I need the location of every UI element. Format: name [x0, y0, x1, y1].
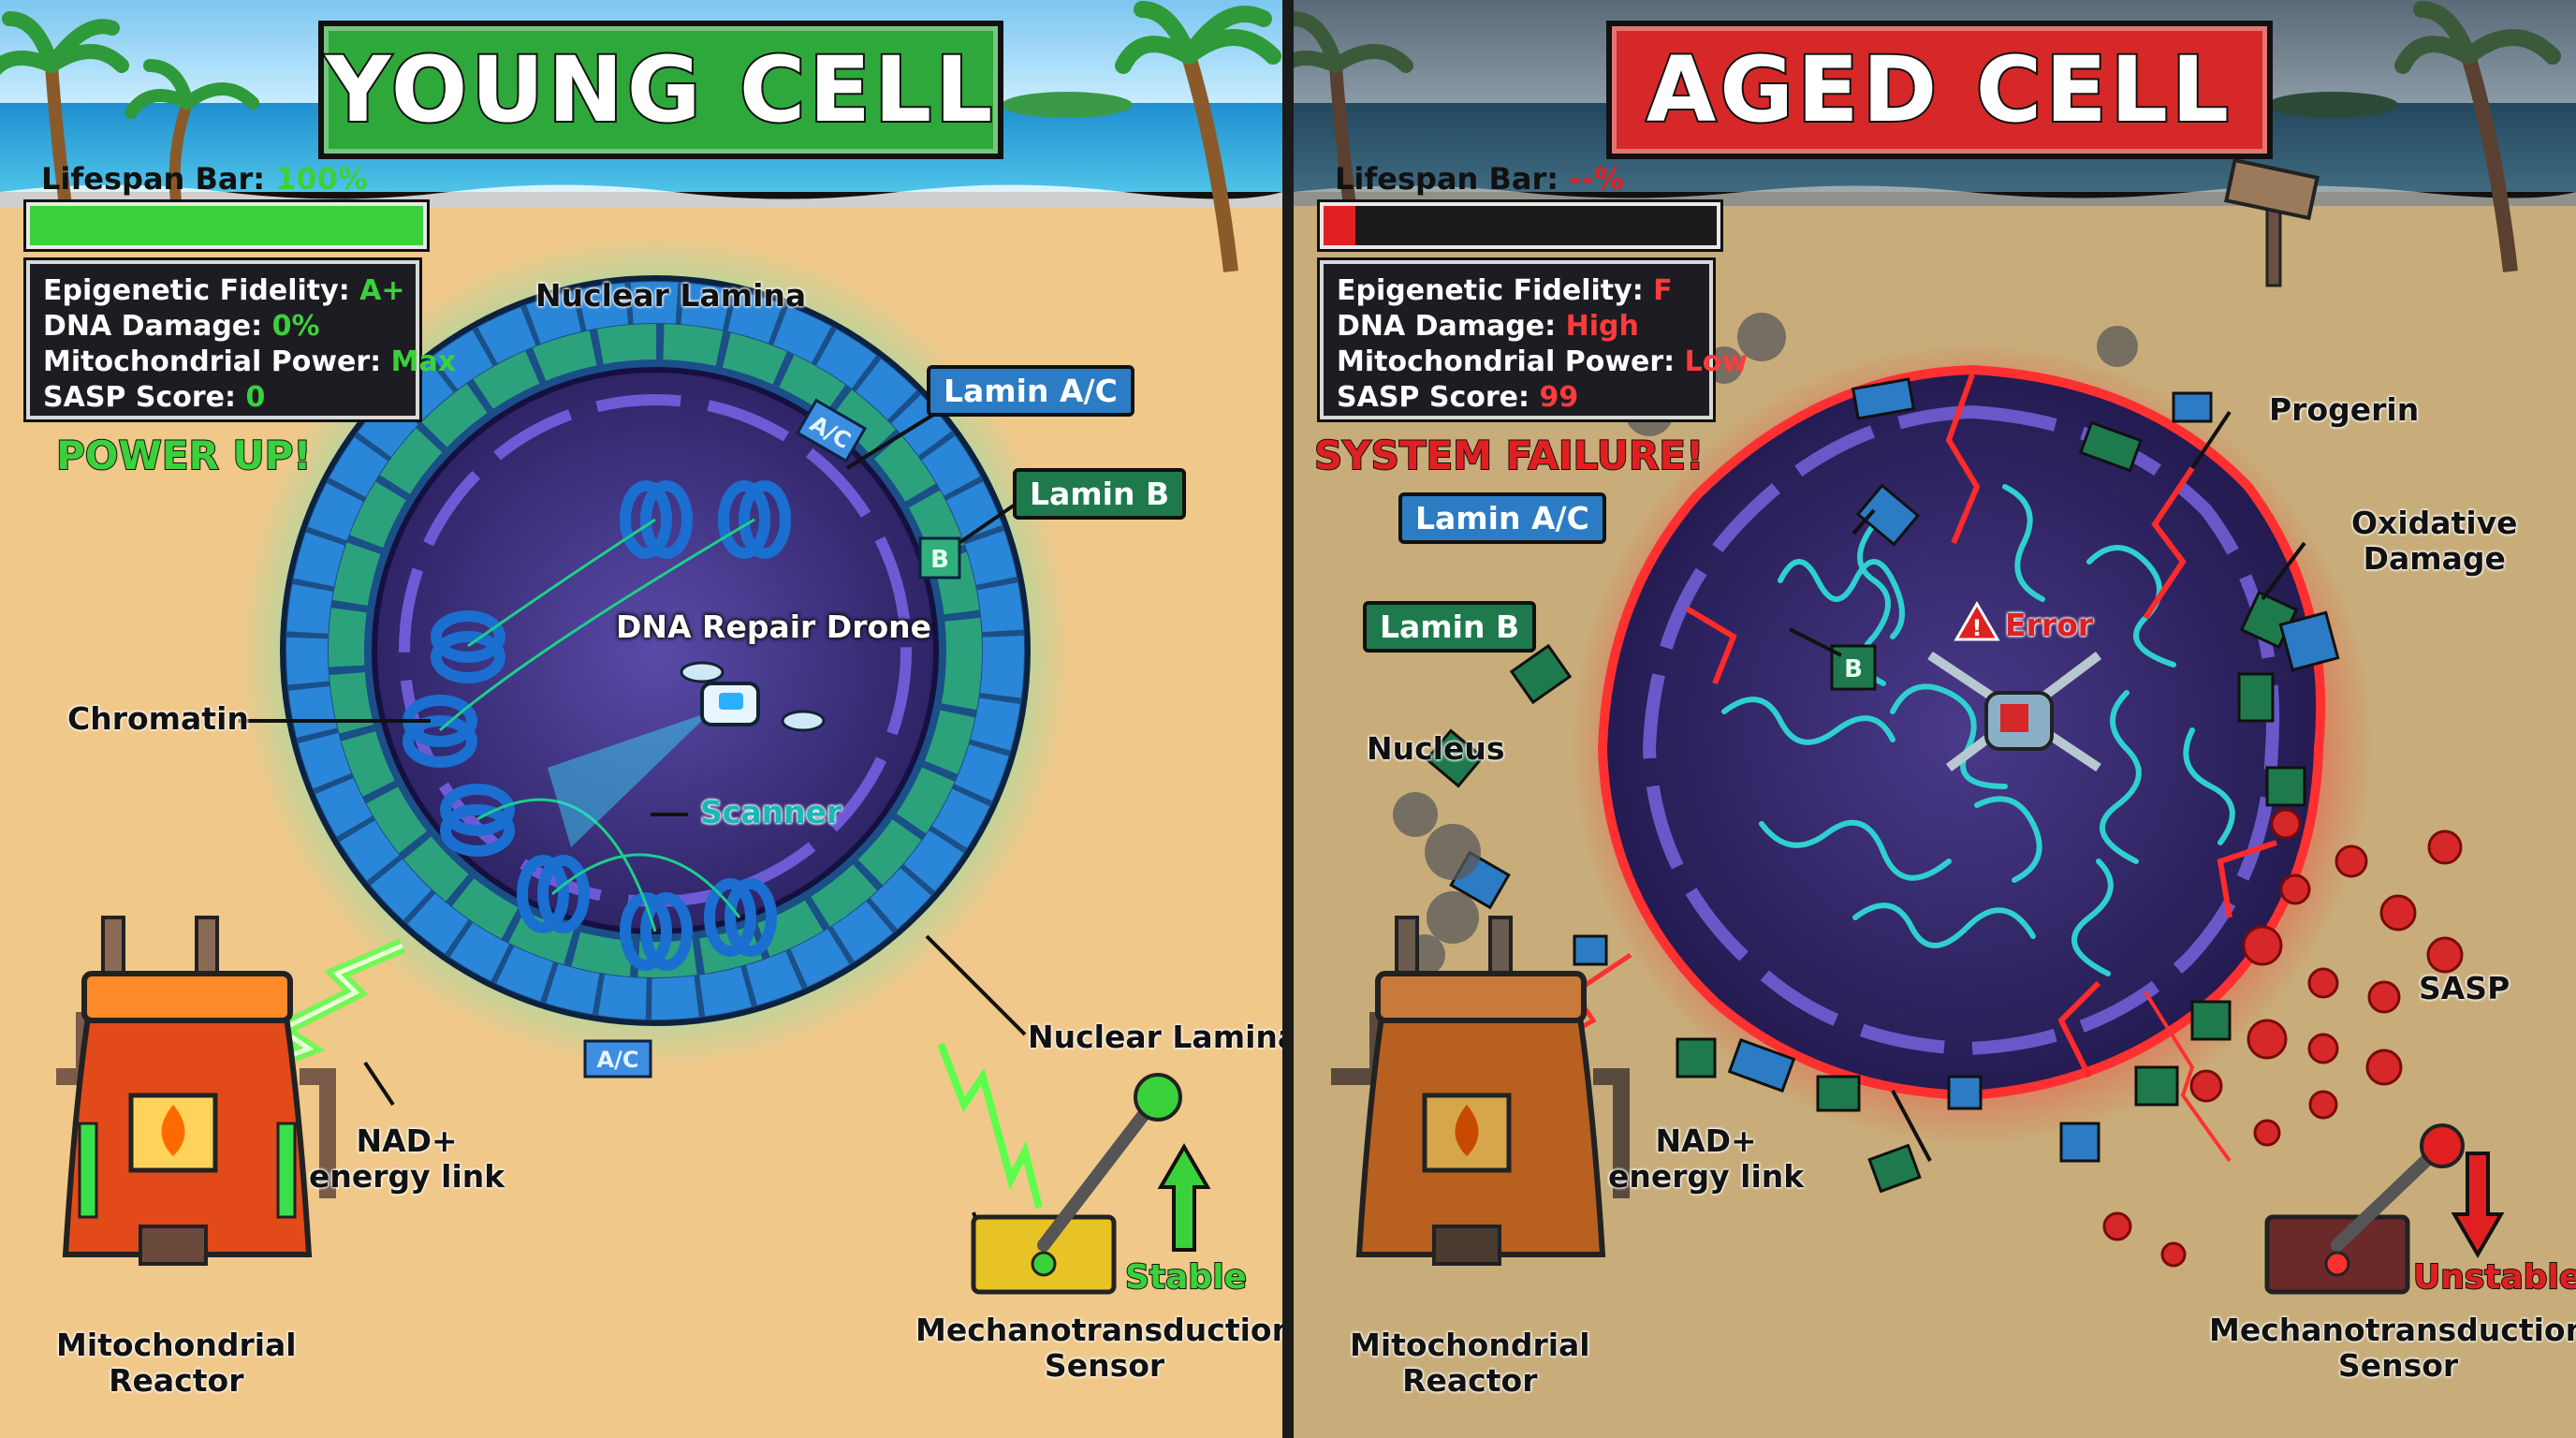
label-mitochondrial-reactor: Mitochondrial Reactor: [56, 1327, 297, 1399]
stat-epigenetic: Epigenetic Fidelity: A+: [43, 274, 405, 307]
palm-tree-icon: [1115, 1, 1281, 272]
skull-icon: [2102, 808, 2464, 1268]
lifespan-bar: [1320, 202, 1720, 249]
aged-nucleus: [1570, 342, 2375, 1147]
stat-mito-power: Mitochondrial Power: Low: [1337, 345, 1749, 378]
status-banner: SYSTEM FAILURE!: [1313, 432, 1705, 479]
lamin-b-plate: B: [1844, 655, 1863, 683]
label-nuclear-lamina-bottom: Nuclear Lamina: [1028, 1019, 1282, 1055]
panel-title: AGED CELL: [1606, 21, 2273, 159]
label-nad-energy-link: NAD+ energy link: [1608, 1123, 1805, 1195]
aged-cell-scene: B: [1294, 0, 2576, 1438]
label-error: Error: [2005, 607, 2094, 643]
stat-epigenetic: Epigenetic Fidelity: F: [1337, 274, 1673, 307]
lifespan-bar-fill: [1324, 206, 1355, 245]
stat-mito-power: Mitochondrial Power: Max: [43, 345, 457, 378]
broken-drone-icon: [1927, 651, 2101, 772]
arrow-up-icon: [1157, 1143, 1211, 1252]
reactor-icon: [56, 916, 336, 1266]
label-lamin-b: Lamin B: [1013, 468, 1187, 520]
lifespan-label: Lifespan Bar: 100%: [41, 161, 369, 197]
panel-title: YOUNG CELL: [318, 21, 1003, 159]
label-mitochondrial-reactor: Mitochondrial Reactor: [1350, 1327, 1590, 1399]
lamin-ac-plate-bottom: A/C: [597, 1047, 639, 1073]
label-lamin-ac: Lamin A/C: [1398, 492, 1606, 544]
label-oxidative-damage: Oxidative Damage: [2351, 505, 2518, 577]
arrow-down-icon: [2451, 1152, 2505, 1258]
lifespan-value: 100%: [275, 161, 369, 197]
label-nad-energy-link: NAD+ energy link: [309, 1123, 505, 1195]
stat-sasp: SASP Score: 99: [1337, 381, 1579, 414]
lifespan-bar-fill: [30, 206, 423, 245]
aged-cell-panel: B: [1294, 0, 2576, 1438]
warning-icon: !: [1954, 601, 2000, 641]
label-mechanotransduction-sensor: Mechanotransduction Sensor: [2209, 1312, 2576, 1384]
lamin-b-plate: B: [930, 546, 949, 574]
label-dna-repair-drone: DNA Repair Drone: [616, 609, 932, 645]
sensor-state-stable: Stable: [1124, 1257, 1248, 1298]
label-mechanotransduction-sensor: Mechanotransduction Sensor: [915, 1312, 1282, 1384]
lifespan-value: --%: [1569, 161, 1624, 197]
reactor-icon: [1331, 916, 1630, 1266]
stats-panel: Epigenetic Fidelity: A+ DNA Damage: 0% M…: [26, 260, 457, 419]
young-cell-scene: A/C B A/C: [0, 0, 1282, 1438]
svg-text:!: !: [1972, 615, 1983, 641]
panel-divider: [1282, 0, 1294, 1438]
label-lamin-ac: Lamin A/C: [927, 365, 1134, 417]
label-scanner: Scanner: [700, 794, 842, 830]
repair-drone-icon: [680, 661, 826, 732]
young-cell-panel: A/C B A/C: [0, 0, 1282, 1438]
palm-tree-icon: [0, 11, 129, 207]
label-sasp: SASP: [2419, 970, 2510, 1006]
stat-dna-damage: DNA Damage: High: [1337, 310, 1639, 343]
label-chromatin: Chromatin: [67, 700, 249, 737]
young-nucleus: [239, 234, 1072, 1067]
stats-panel: Epigenetic Fidelity: F DNA Damage: High …: [1320, 260, 1749, 419]
broken-sign-icon: [2224, 157, 2320, 287]
status-banner: POWER UP!: [55, 432, 313, 479]
palm-tree-icon: [2394, 1, 2561, 272]
sensor-state-unstable: Unstable: [2412, 1257, 2576, 1298]
lifespan-bar: [26, 202, 427, 249]
lever-sensor-icon: [971, 1073, 1182, 1295]
label-lamin-b: Lamin B: [1363, 601, 1537, 653]
label-nucleus: Nucleus: [1367, 730, 1505, 767]
lifespan-label: Lifespan Bar: --%: [1335, 161, 1624, 197]
stat-sasp: SASP Score: 0: [43, 381, 266, 414]
palm-tree-icon: [1294, 11, 1413, 207]
label-progerin: Progerin: [2269, 391, 2420, 428]
stat-dna-damage: DNA Damage: 0%: [43, 310, 320, 343]
label-nuclear-lamina-top: Nuclear Lamina: [535, 277, 807, 314]
lever-sensor-icon: [2264, 1123, 2465, 1295]
